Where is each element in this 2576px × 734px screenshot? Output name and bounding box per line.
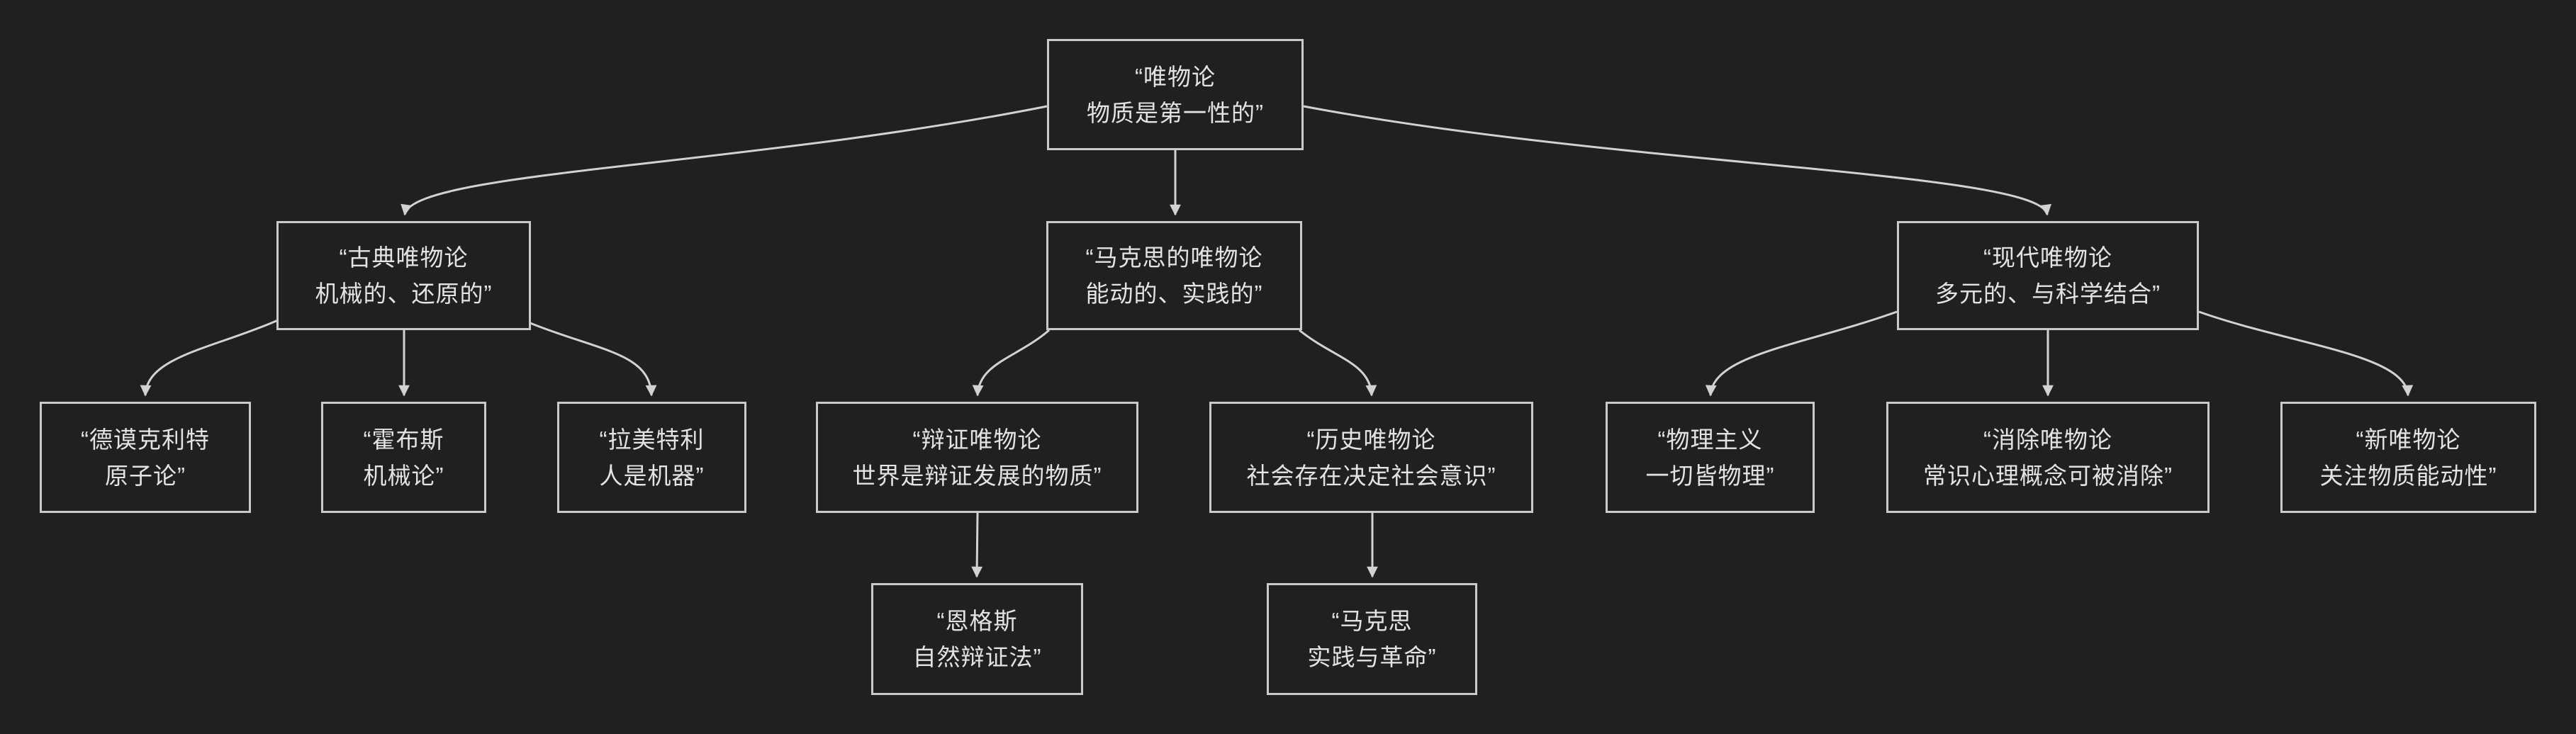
edge-modern-to-physicalism [1705, 310, 1898, 397]
node-eliminative-line2: 常识心理概念可被消除” [1923, 462, 2173, 489]
node-historical: “历史唯物论社会存在决定社会意识” [1209, 402, 1533, 513]
node-lamettrie: “拉美特利人是机器” [557, 402, 746, 513]
node-root: “唯物论物质是第一性的” [1047, 39, 1304, 150]
node-democritus-line1: “德谟克利特 [81, 426, 210, 453]
node-dialectical-line1: “辩证唯物论 [912, 426, 1042, 453]
node-new-materialism-line1: “新唯物论 [2356, 426, 2461, 453]
node-root-line1: “唯物论 [1135, 63, 1216, 90]
node-physicalism-line2: 一切皆物理” [1645, 462, 1775, 489]
node-modern-line1: “现代唯物论 [1983, 244, 2112, 271]
node-classical-line1: “古典唯物论 [339, 244, 469, 271]
edge-root-to-classical [401, 105, 1048, 216]
node-physicalism: “物理主义一切皆物理” [1606, 402, 1815, 513]
node-eliminative-line1: “消除唯物论 [1983, 426, 2112, 453]
node-new-materialism-line2: 关注物质能动性” [2319, 462, 2497, 489]
node-marx-practice-line1: “马克思 [1331, 608, 1413, 634]
node-hobbes-line1: “霍布斯 [363, 426, 444, 453]
node-marx-practice: “马克思实践与革命” [1267, 583, 1477, 695]
edge-dialectical-to-engels [971, 512, 983, 578]
node-democritus-line2: 原子论” [105, 462, 186, 489]
node-lamettrie-line1: “拉美特利 [599, 426, 705, 453]
edge-root-to-modern [1303, 105, 2051, 216]
node-classical-line2: 机械的、还原的” [315, 281, 493, 307]
node-root-line2: 物质是第一性的” [1087, 99, 1264, 126]
node-eliminative: “消除唯物论常识心理概念可被消除” [1886, 402, 2210, 513]
node-dialectical-line2: 世界是辩证发展的物质” [852, 462, 1102, 489]
node-hobbes-line2: 机械论” [363, 462, 444, 489]
node-modern-line2: 多元的、与科学结合” [1935, 281, 2161, 307]
node-modern: “现代唯物论多元的、与科学结合” [1897, 221, 2199, 330]
node-new-materialism: “新唯物论关注物质能动性” [2280, 402, 2536, 513]
edge-modern-to-new-materialism [2198, 310, 2414, 397]
edge-classical-to-democritus [140, 319, 279, 397]
edge-classical-to-lamettrie [530, 322, 657, 397]
node-historical-line2: 社会存在决定社会意识” [1246, 462, 1496, 489]
node-engels-line2: 自然辩证法” [912, 644, 1042, 670]
edge-marxist-to-dialectical [972, 329, 1050, 397]
node-lamettrie-line2: 人是机器” [599, 462, 705, 489]
edge-marxist-to-historical [1299, 329, 1377, 397]
node-marxist-line1: “马克思的唯物论 [1085, 244, 1263, 271]
node-marxist: “马克思的唯物论能动的、实践的” [1046, 221, 1302, 330]
node-physicalism-line1: “物理主义 [1657, 426, 1763, 453]
node-democritus: “德谟克利特原子论” [40, 402, 251, 513]
node-hobbes: “霍布斯机械论” [321, 402, 486, 513]
node-dialectical: “辩证唯物论世界是辩证发展的物质” [816, 402, 1138, 513]
node-marx-practice-line2: 实践与革命” [1307, 644, 1437, 670]
node-classical: “古典唯物论机械的、还原的” [276, 221, 531, 330]
node-historical-line1: “历史唯物论 [1306, 426, 1436, 453]
node-engels: “恩格斯自然辩证法” [871, 583, 1083, 695]
node-marxist-line2: 能动的、实践的” [1085, 281, 1263, 307]
node-engels-line1: “恩格斯 [936, 608, 1018, 634]
